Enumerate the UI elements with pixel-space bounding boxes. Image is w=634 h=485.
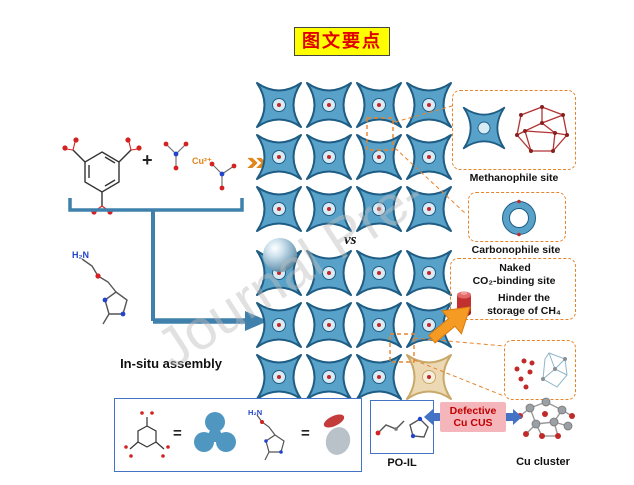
- legend-il-blob: [323, 414, 351, 455]
- arrow-left-icon: [424, 409, 440, 425]
- defective-cu-cus-badge: Defective Cu CUS: [440, 402, 506, 432]
- legend-equals-2: =: [301, 425, 310, 442]
- cu-cluster-zoom-panel: [504, 340, 576, 400]
- copper-ion-label: Cu²⁺: [192, 156, 212, 166]
- legend-box: = H₂N =: [114, 398, 362, 472]
- cu-cluster-structure: [517, 397, 575, 439]
- assembly-label: In-situ assembly: [120, 356, 222, 371]
- legend-amine-label: H₂N: [248, 408, 263, 417]
- vs-label: vs: [344, 232, 357, 248]
- carbonophile-panel: [468, 192, 566, 242]
- defective-line1: Defective: [449, 405, 497, 417]
- carbonophile-ring-structure: [502, 199, 536, 237]
- mof-framework-pristine: [256, 82, 452, 232]
- assembly-bracket-arrow: [68, 198, 268, 331]
- arrow-right-icon: [506, 409, 522, 425]
- methanophile-cage-structure: [515, 105, 569, 153]
- amine-label: H₂N: [72, 250, 89, 260]
- pore-site-structure: [462, 106, 506, 150]
- ionic-liquid-structure: [81, 258, 128, 325]
- legend-trimesate-structure: [124, 411, 170, 458]
- carbonophile-label: Carbonophile site: [471, 244, 561, 256]
- cu-cluster-label: Cu cluster: [516, 456, 570, 468]
- methanophile-label: Methanophile site: [469, 172, 559, 184]
- plus-sign: +: [142, 150, 153, 170]
- po-il-structure: [375, 416, 429, 439]
- page-title: 图文要点: [294, 27, 390, 56]
- gas-molecule-sphere: [263, 238, 297, 272]
- hinder-line1: Hinder the: [498, 292, 550, 304]
- po-il-box: [370, 400, 434, 454]
- legend-node-trefoil: [194, 412, 236, 452]
- naked-site-line2: CO₂-binding site: [472, 275, 556, 287]
- defective-line2: Cu CUS: [453, 417, 493, 429]
- highlight-arrow-icon: [427, 306, 471, 344]
- naked-site-line1: Naked: [499, 262, 531, 274]
- methanophile-panel: [452, 90, 576, 170]
- legend-equals-1: =: [173, 425, 182, 442]
- hinder-line2: storage of CH₄: [487, 305, 561, 317]
- legend-il-structure: [256, 414, 285, 461]
- naked-site-panel: [450, 258, 576, 320]
- po-il-label: PO-IL: [387, 457, 417, 469]
- cu-cluster-zoom-structure: [514, 352, 568, 390]
- copper-nitrate-structure: [163, 141, 237, 191]
